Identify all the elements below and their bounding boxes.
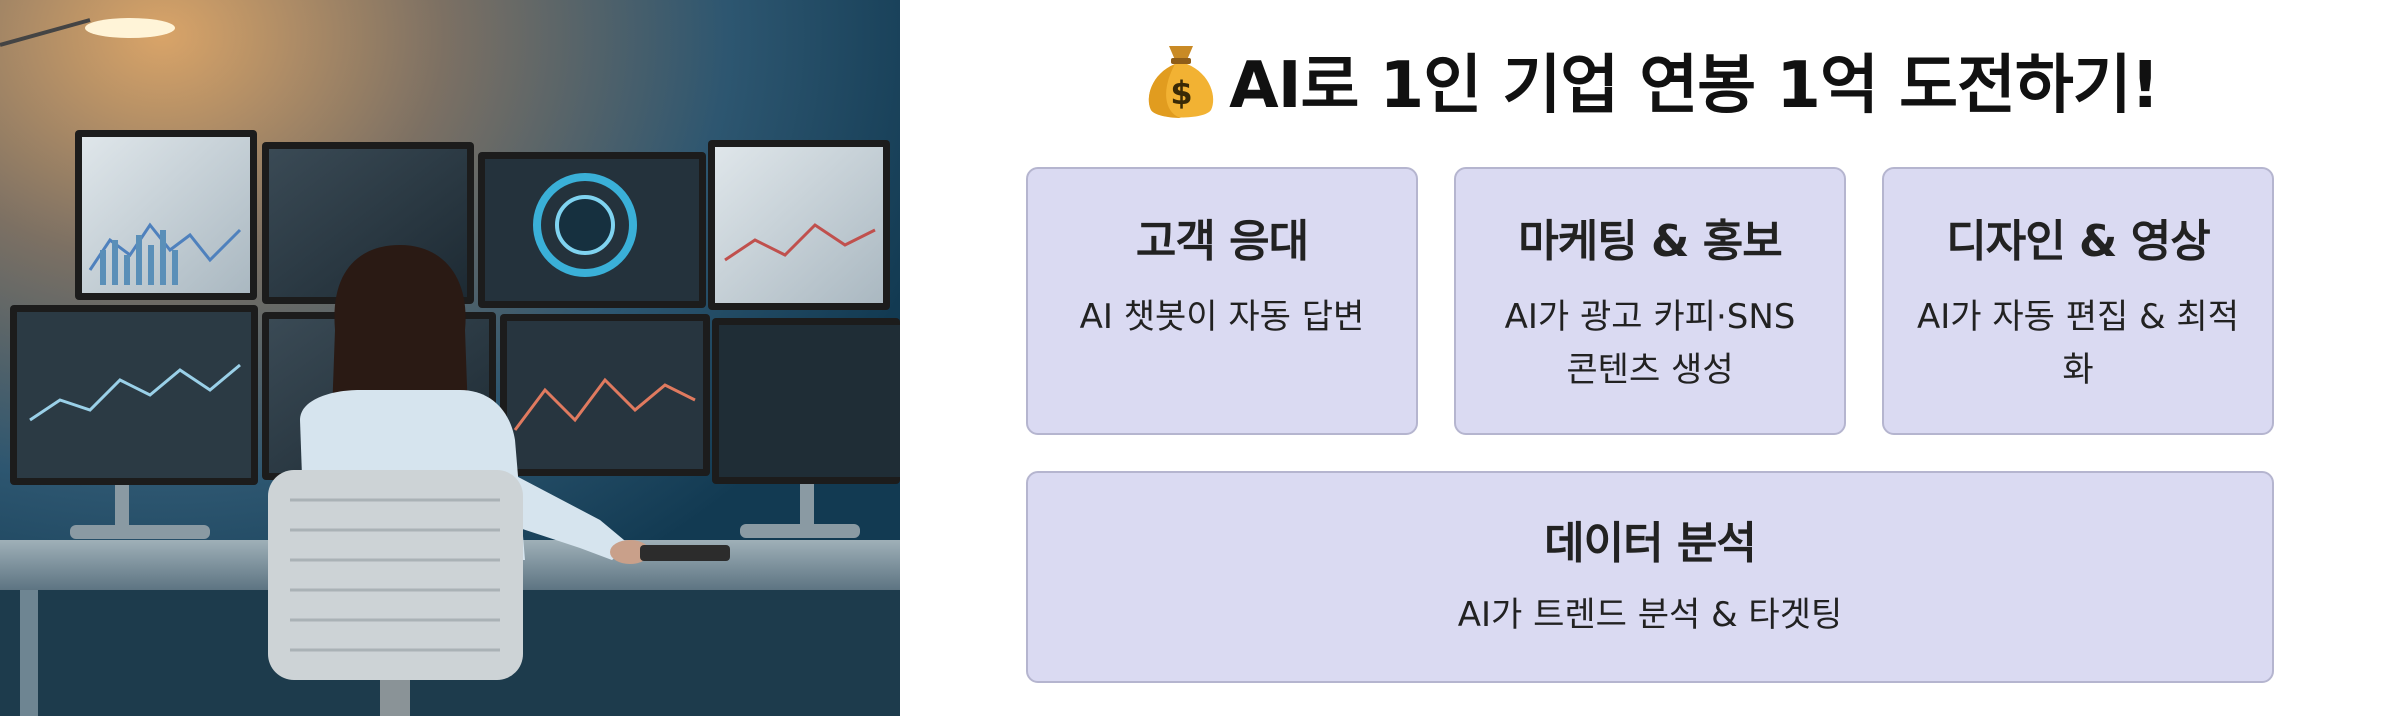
card-description: AI가 트렌드 분석 & 타겟팅 <box>1457 595 1843 635</box>
page-title: $ AI로 1인 기업 연봉 1억 도전하기! <box>900 30 2400 130</box>
card-title: 디자인 & 영상 <box>1946 216 2210 267</box>
office-photo <box>0 0 900 716</box>
card-title: 고객 응대 <box>1135 216 1309 267</box>
content-panel: $ AI로 1인 기업 연봉 1억 도전하기! 고객 응대 AI 챗봇이 자동 … <box>900 0 2400 716</box>
page-title-text: AI로 1인 기업 연봉 1억 도전하기! <box>1229 49 2160 123</box>
card-title: 데이터 분석 <box>1544 518 1757 569</box>
feature-card-marketing: 마케팅 & 홍보 AI가 광고 카피·SNS 콘텐츠 생성 <box>1454 167 1846 435</box>
feature-card-customer-service: 고객 응대 AI 챗봇이 자동 답변 <box>1026 167 1418 435</box>
feature-card-data-analysis: 데이터 분석 AI가 트렌드 분석 & 타겟팅 <box>1026 471 2274 683</box>
card-description: AI가 자동 편집 & 최적화 <box>1917 297 2239 390</box>
feature-card-design: 디자인 & 영상 AI가 자동 편집 & 최적화 <box>1882 167 2274 435</box>
svg-text:$: $ <box>1171 74 1192 112</box>
card-description: AI가 광고 카피·SNS 콘텐츠 생성 <box>1504 297 1796 390</box>
money-bag-icon: $ <box>1148 46 1214 118</box>
card-title: 마케팅 & 홍보 <box>1518 216 1782 267</box>
card-description: AI 챗봇이 자동 답변 <box>1079 297 1365 337</box>
